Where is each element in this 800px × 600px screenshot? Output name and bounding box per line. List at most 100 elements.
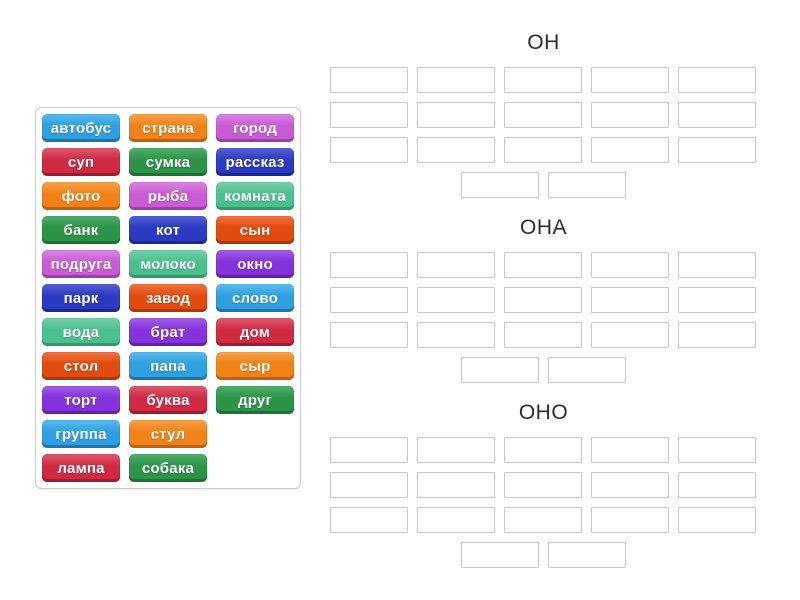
drop-slot[interactable] (417, 67, 495, 93)
word-tile[interactable]: завод (129, 284, 207, 312)
group-section: ОНО (330, 400, 757, 568)
word-tile[interactable]: молоко (129, 250, 207, 278)
drop-slot[interactable] (548, 357, 626, 383)
drop-slot[interactable] (504, 102, 582, 128)
drop-slot[interactable] (591, 287, 669, 313)
drop-slot[interactable] (504, 137, 582, 163)
drop-slot[interactable] (330, 287, 408, 313)
drop-slot[interactable] (678, 252, 756, 278)
drop-slot[interactable] (504, 472, 582, 498)
word-tile[interactable]: рассказ (216, 148, 294, 176)
drop-slot[interactable] (591, 67, 669, 93)
word-tile[interactable]: дом (216, 318, 294, 346)
drop-slot-row (330, 472, 757, 498)
drop-slot[interactable] (417, 507, 495, 533)
drop-slot-row (330, 542, 757, 568)
word-tile[interactable]: кот (129, 216, 207, 244)
drop-slot[interactable] (591, 322, 669, 348)
drop-slot-row (330, 252, 757, 278)
drop-slot[interactable] (330, 437, 408, 463)
word-tile[interactable]: фото (42, 182, 120, 210)
drop-slot[interactable] (461, 172, 539, 198)
drop-slot[interactable] (504, 287, 582, 313)
drop-slot[interactable] (417, 472, 495, 498)
drop-slot[interactable] (678, 102, 756, 128)
drop-slot[interactable] (678, 287, 756, 313)
drop-slot-row (330, 172, 757, 198)
drop-slot-row (330, 287, 757, 313)
word-tile[interactable]: буква (129, 386, 207, 414)
drop-slot[interactable] (330, 252, 408, 278)
drop-slot[interactable] (330, 137, 408, 163)
word-tile[interactable]: вода (42, 318, 120, 346)
drop-slot[interactable] (417, 437, 495, 463)
word-tile[interactable]: суп (42, 148, 120, 176)
word-tile[interactable]: подруга (42, 250, 120, 278)
word-tile[interactable]: сумка (129, 148, 207, 176)
drop-slot[interactable] (417, 252, 495, 278)
drop-slot[interactable] (330, 322, 408, 348)
drop-slot[interactable] (330, 472, 408, 498)
drop-slot[interactable] (678, 472, 756, 498)
word-tile[interactable]: сын (216, 216, 294, 244)
word-tile[interactable]: комната (216, 182, 294, 210)
drop-slot-row (330, 137, 757, 163)
word-bank-row: подруга молоко окно (42, 250, 294, 278)
word-tile[interactable]: парк (42, 284, 120, 312)
word-tile[interactable]: стол (42, 352, 120, 380)
word-tile[interactable]: окно (216, 250, 294, 278)
drop-slot[interactable] (461, 357, 539, 383)
drop-slot[interactable] (591, 252, 669, 278)
drop-slot[interactable] (461, 542, 539, 568)
word-tile[interactable]: папа (129, 352, 207, 380)
drop-slot[interactable] (678, 137, 756, 163)
drop-slot[interactable] (330, 102, 408, 128)
drop-slot[interactable] (417, 102, 495, 128)
drop-slot[interactable] (678, 507, 756, 533)
drop-slot[interactable] (504, 322, 582, 348)
drop-slot-row (330, 357, 757, 383)
word-bank-row: суп сумка рассказ (42, 148, 294, 176)
drop-slot[interactable] (678, 67, 756, 93)
word-tile[interactable]: собака (129, 454, 207, 482)
word-tile[interactable]: брат (129, 318, 207, 346)
drop-slot-row (330, 102, 757, 128)
drop-slot[interactable] (591, 137, 669, 163)
word-tile[interactable]: страна (129, 114, 207, 142)
drop-slot[interactable] (330, 67, 408, 93)
word-tile[interactable]: слово (216, 284, 294, 312)
drop-slot[interactable] (591, 472, 669, 498)
drop-slot[interactable] (591, 102, 669, 128)
drop-slot[interactable] (417, 287, 495, 313)
drop-slot[interactable] (591, 437, 669, 463)
word-tile[interactable]: автобус (42, 114, 120, 142)
drop-slot[interactable] (504, 507, 582, 533)
word-tile[interactable]: торт (42, 386, 120, 414)
drop-slot[interactable] (548, 172, 626, 198)
word-bank-row: парк завод слово (42, 284, 294, 312)
word-tile[interactable]: банк (42, 216, 120, 244)
drop-slot[interactable] (504, 437, 582, 463)
drop-slot[interactable] (548, 542, 626, 568)
word-tile[interactable]: лампа (42, 454, 120, 482)
group-section: ОН (330, 30, 757, 198)
drop-slot[interactable] (330, 507, 408, 533)
drop-slot[interactable] (417, 322, 495, 348)
word-bank-row: группа стул (42, 420, 294, 448)
word-tile[interactable]: друг (216, 386, 294, 414)
drop-slot[interactable] (678, 437, 756, 463)
drop-slot[interactable] (417, 137, 495, 163)
drop-slot[interactable] (504, 252, 582, 278)
drop-slot[interactable] (504, 67, 582, 93)
word-tile[interactable]: группа (42, 420, 120, 448)
drop-slot[interactable] (678, 322, 756, 348)
word-tile[interactable]: рыба (129, 182, 207, 210)
word-tile[interactable]: город (216, 114, 294, 142)
word-tile[interactable]: стул (129, 420, 207, 448)
drop-slot[interactable] (591, 507, 669, 533)
word-tile[interactable]: сыр (216, 352, 294, 380)
